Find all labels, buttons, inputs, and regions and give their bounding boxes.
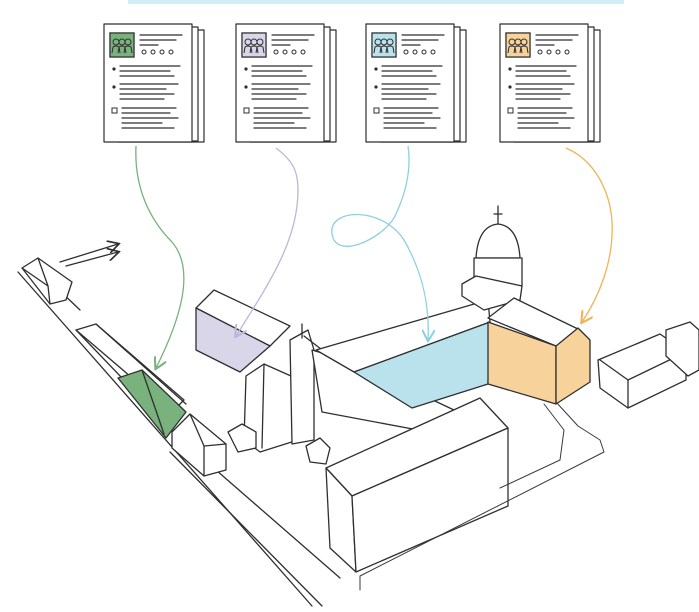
connector-arrow-blue [332,146,428,340]
document-stack-lavender[interactable] [236,24,336,142]
building-highlight-orange[interactable] [488,298,590,404]
document-stack-blue[interactable] [366,24,466,142]
document-stack-green[interactable] [104,24,204,142]
connector-arrow-orange [566,148,612,322]
header-bar [128,0,624,4]
small-house-left [22,258,72,304]
connector-arrow-green [136,146,184,368]
small-house-green-adjacent [172,414,226,476]
wire-arrows [60,244,118,266]
right-blocks [598,322,699,408]
dome-tower [462,206,522,310]
building-highlight-lavender[interactable] [196,290,290,372]
document-stack-orange[interactable] [500,24,600,142]
